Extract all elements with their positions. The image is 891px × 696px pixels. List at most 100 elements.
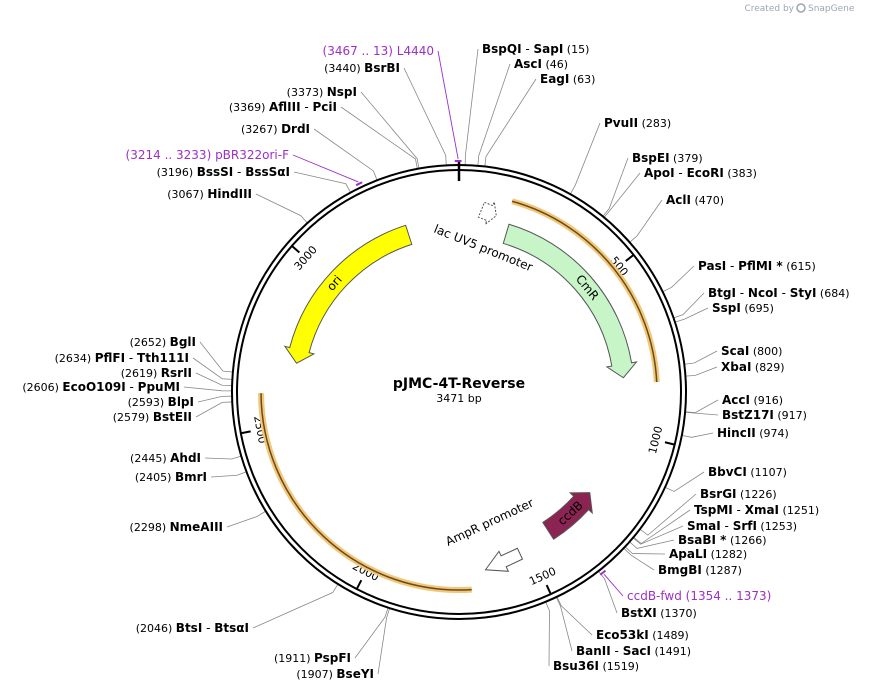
svg-text:ccdB-fwd (1354 .. 1373): ccdB-fwd (1354 .. 1373)	[627, 589, 771, 603]
svg-text:(3373) NspI: (3373) NspI	[287, 85, 357, 99]
enzyme-site-label: (2298) NmeAIII	[130, 520, 223, 534]
svg-text:BstZ17I (917): BstZ17I (917)	[722, 408, 807, 422]
site-labels: (3440) BsrBI (3373) NspI(3369) AflIII - P…	[22, 42, 849, 681]
svg-text:(3369) AflIII - PciI: (3369) AflIII - PciI	[229, 100, 337, 114]
feature-highlight-arc-line	[260, 393, 472, 591]
svg-text:ScaI (800): ScaI (800)	[721, 344, 782, 358]
leader-line	[674, 307, 709, 323]
leader-line	[464, 48, 479, 166]
leader-line	[623, 547, 655, 571]
svg-text:PvuII (283): PvuII (283)	[604, 116, 671, 130]
svg-text:ApaLI (1282): ApaLI (1282)	[669, 547, 747, 561]
leader-line	[673, 292, 705, 319]
feature-highlight-arc-line	[511, 200, 658, 383]
svg-text:BsrGI (1226): BsrGI (1226)	[700, 487, 777, 501]
leader-line	[192, 357, 233, 380]
leader-lines	[183, 48, 719, 675]
leader-line	[484, 78, 537, 167]
feature-highlight-arc	[258, 393, 472, 593]
svg-text:SmaI - SrfI (1253): SmaI - SrfI (1253)	[687, 519, 797, 533]
primer-pbr322ori-f: (3214 .. 3233) pBR322ori-F	[126, 148, 363, 187]
enzyme-site-label: HincII (974)	[717, 426, 789, 440]
leader-line	[252, 583, 339, 629]
enzyme-site-label: Eco53kI (1489)	[596, 628, 689, 642]
enzyme-site-label: (2405) BmrI	[135, 470, 207, 484]
enzyme-site-label: BstXI (1370)	[621, 606, 697, 620]
enzyme-site-label: (2593) BlpI	[128, 395, 194, 409]
svg-text:BspQI - SapI (15): BspQI - SapI (15)	[482, 42, 589, 56]
primer-leader-line	[603, 573, 624, 597]
enzyme-site-label: (2619) RsrII	[121, 366, 192, 380]
svg-text:BspEI (379): BspEI (379)	[632, 151, 703, 165]
leader-line	[377, 608, 391, 675]
svg-text:(2619) RsrII: (2619) RsrII	[121, 366, 192, 380]
leader-line	[255, 193, 308, 224]
enzyme-site-label: AccI (916)	[722, 393, 783, 407]
plasmid-length: 3471 bp	[436, 392, 481, 405]
leader-line	[639, 493, 697, 536]
svg-text:BsaBI * (1266): BsaBI * (1266)	[678, 533, 767, 547]
leader-line	[545, 601, 550, 667]
svg-text:XbaI (829): XbaI (829)	[721, 360, 784, 374]
enzyme-site-label: (3067) HindIII	[167, 187, 252, 201]
svg-text:BstXI (1370): BstXI (1370)	[621, 606, 697, 620]
feature-highlight-arcs	[258, 198, 660, 593]
tick-mark	[625, 254, 635, 262]
plasmid-backbone	[231, 161, 687, 620]
feature-ccdb	[542, 492, 593, 540]
enzyme-site-label: BsrGI (1226)	[700, 487, 777, 501]
brand-name: SnapGene	[808, 4, 855, 14]
svg-text:(3440) BsrBI: (3440) BsrBI	[324, 61, 400, 75]
enzyme-site-label: Bsu36I (1519)	[553, 659, 639, 673]
primer-leader-line	[437, 50, 459, 160]
svg-text:(3214 .. 3233) pBR322ori-F: (3214 .. 3233) pBR322ori-F	[126, 148, 290, 162]
svg-text:(2445) AhdI: (2445) AhdI	[130, 451, 201, 465]
enzyme-site-label: TspMI - XmaI (1251)	[694, 503, 819, 517]
leader-line	[204, 455, 242, 460]
svg-text:Bsu36I (1519): Bsu36I (1519)	[553, 659, 639, 673]
enzyme-site-label: BbvCI (1107)	[708, 465, 787, 479]
svg-text:SspI (695): SspI (695)	[712, 301, 774, 315]
svg-text:Eco53kI (1489): Eco53kI (1489)	[596, 628, 689, 642]
enzyme-site-label: PvuII (283)	[604, 116, 671, 130]
leader-line	[183, 386, 233, 392]
enzyme-site-label: XbaI (829)	[721, 360, 784, 374]
svg-text:ApoI - EcoRI (383): ApoI - EcoRI (383)	[644, 166, 757, 180]
leader-line	[313, 128, 378, 181]
svg-text:BanII - SacI (1491): BanII - SacI (1491)	[576, 644, 691, 658]
leader-line	[477, 63, 511, 166]
svg-text:(2652) BglI: (2652) BglI	[130, 335, 196, 349]
enzyme-site-label: (2634) PflFI - Tth111I	[55, 351, 189, 365]
promoter-arrow-icon	[477, 200, 497, 226]
promoter-label: AmpR promoter	[443, 496, 535, 549]
svg-text:(2405) BmrI: (2405) BmrI	[135, 470, 207, 484]
snapgene-logo-icon	[796, 3, 806, 13]
leader-line	[403, 67, 447, 166]
svg-text:(3267) DrdI: (3267) DrdI	[241, 122, 310, 136]
leader-line	[293, 171, 351, 193]
leader-line	[210, 471, 247, 478]
primer-leader-line	[292, 154, 359, 183]
leader-line	[360, 91, 420, 169]
svg-text:AclI (470): AclI (470)	[666, 193, 724, 207]
primer-l4440: (3467 .. 13) L4440	[323, 44, 462, 163]
enzyme-site-label: (3196) BssSI - BssSαI	[157, 165, 290, 179]
enzyme-site-label: (2046) BtsI - BtsαI	[136, 621, 249, 635]
created-by-text: Created by	[744, 4, 794, 14]
enzyme-site-label: BspQI - SapI (15)	[482, 42, 589, 56]
leader-line	[354, 607, 389, 659]
enzyme-site-label: ApaLI (1282)	[669, 547, 747, 561]
leader-line	[662, 265, 695, 293]
tick-label: 1000	[646, 425, 665, 455]
leader-line	[197, 395, 233, 403]
tick-mark	[355, 579, 363, 590]
promoter-arrow-icon	[484, 547, 524, 572]
tick-mark	[545, 584, 552, 595]
enzyme-site-label: AscI (46)	[514, 57, 568, 71]
enzyme-site-label: (2606) EcoO109I - PpuMI	[22, 380, 180, 394]
svg-text:(1907) BseYI: (1907) BseYI	[296, 667, 374, 681]
leader-line	[629, 539, 675, 549]
leader-line	[681, 432, 714, 438]
enzyme-site-label: (3440) BsrBI	[324, 61, 400, 75]
